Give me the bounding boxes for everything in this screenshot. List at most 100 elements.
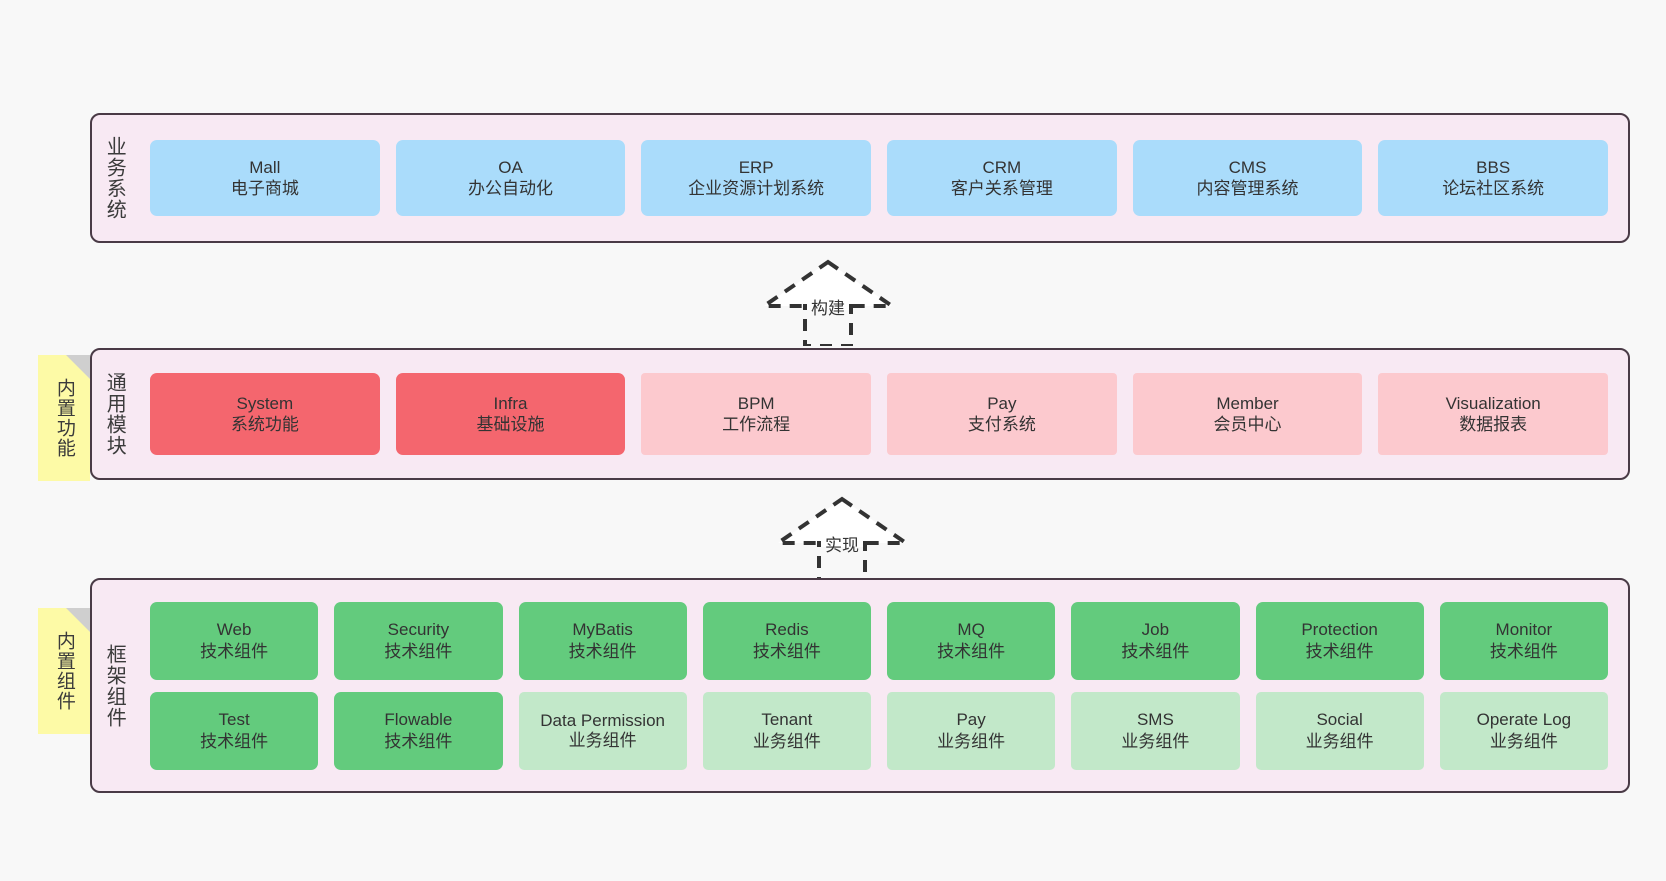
node-title: Flowable <box>384 710 453 730</box>
node-title: Redis <box>765 620 809 640</box>
node-subtitle: 技术组件 <box>200 731 269 751</box>
node-cell: BPM 工作流程 <box>633 373 879 455</box>
layer-panel-framework-component: 框架组件 Web 技术组件 Security 技术组件 <box>90 578 1630 793</box>
node-data-permission[interactable]: Data Permission 业务组件 <box>518 691 687 770</box>
node-cell: Member 会员中心 <box>1125 373 1371 455</box>
node-crm[interactable]: CRM 客户关系管理 <box>887 140 1117 216</box>
node-member[interactable]: Member 会员中心 <box>1132 373 1363 455</box>
node-subtitle: 系统功能 <box>230 415 299 434</box>
layer-label-framework-component: 框架组件 <box>103 643 126 728</box>
note-label: 内置功能 <box>53 378 75 458</box>
node-web[interactable]: Web 技术组件 <box>150 601 319 680</box>
node-cell: SMS 业务组件 <box>1063 691 1247 770</box>
node-test[interactable]: Test 技术组件 <box>150 691 319 770</box>
node-cell: Pay 支付系统 <box>879 373 1125 455</box>
node-title: BPM <box>737 393 775 413</box>
node-redis[interactable]: Redis 技术组件 <box>702 601 871 680</box>
layer-label-business-system: 业务系统 <box>103 136 126 220</box>
node-bpm[interactable]: BPM 工作流程 <box>641 373 872 455</box>
node-mall[interactable]: Mall 电子商城 <box>150 140 380 216</box>
node-mybatis[interactable]: MyBatis 技术组件 <box>518 601 687 680</box>
node-subtitle: 技术组件 <box>568 641 637 661</box>
node-subtitle: 技术组件 <box>384 731 453 751</box>
node-system[interactable]: System 系统功能 <box>150 373 380 455</box>
arrow-implement-label: 实现 <box>825 536 859 555</box>
node-title: Mall <box>249 157 281 177</box>
node-cell: Data Permission 业务组件 <box>511 691 695 770</box>
node-cell: Security 技术组件 <box>326 601 510 680</box>
node-cell: Visualization 数据报表 <box>1370 373 1616 455</box>
node-bbs[interactable]: BBS 论坛社区系统 <box>1378 140 1609 216</box>
component-row-business: Test 技术组件 Flowable 技术组件 Data Permission … <box>142 691 1616 770</box>
node-subtitle: 办公自动化 <box>468 179 553 198</box>
node-cell: Web 技术组件 <box>142 601 326 680</box>
node-subtitle: 技术组件 <box>937 641 1006 661</box>
layer-label-common-module: 通用模块 <box>103 372 126 456</box>
node-subtitle: 数据报表 <box>1459 415 1528 434</box>
node-title: Member <box>1216 393 1279 413</box>
node-subtitle: 企业资源计划系统 <box>688 179 825 198</box>
node-cms[interactable]: CMS 内容管理系统 <box>1132 140 1363 216</box>
node-cell: Mall 电子商城 <box>142 140 388 216</box>
node-title: Web <box>216 620 252 640</box>
node-infra[interactable]: Infra 基础设施 <box>395 373 626 455</box>
node-title: Pay <box>956 710 986 730</box>
node-title: Test <box>218 710 250 730</box>
arrow-build: 构建 <box>757 256 899 348</box>
node-security[interactable]: Security 技术组件 <box>334 601 503 680</box>
node-subtitle: 电子商城 <box>230 179 299 198</box>
node-cell: BBS 论坛社区系统 <box>1370 140 1616 216</box>
node-social[interactable]: Social 业务组件 <box>1255 691 1424 770</box>
node-cell: CMS 内容管理系统 <box>1125 140 1371 216</box>
node-title: System <box>236 393 294 413</box>
node-oa[interactable]: OA 办公自动化 <box>395 140 626 216</box>
node-protection[interactable]: Protection 技术组件 <box>1255 601 1424 680</box>
node-subtitle: 业务组件 <box>1121 731 1190 751</box>
node-cell: Social 业务组件 <box>1248 691 1432 770</box>
node-subtitle: 业务组件 <box>937 731 1006 751</box>
node-subtitle: 工作流程 <box>722 415 791 434</box>
node-title: Visualization <box>1445 393 1541 413</box>
node-subtitle: 基础设施 <box>476 415 545 434</box>
node-subtitle: 会员中心 <box>1213 415 1282 434</box>
node-title: Infra <box>493 393 528 413</box>
node-cell: MQ 技术组件 <box>879 601 1063 680</box>
layer-panel-business-system: 业务系统 Mall 电子商城 OA 办公自动化 ERP 企业资源计划系统 <box>90 113 1630 243</box>
node-subtitle: 技术组件 <box>384 641 453 661</box>
node-title: Social <box>1316 710 1363 730</box>
note-label: 内置组件 <box>53 631 75 711</box>
node-title: Operate Log <box>1476 710 1572 730</box>
node-visualization[interactable]: Visualization 数据报表 <box>1378 373 1609 455</box>
node-title: Data Permission <box>540 710 665 730</box>
layer-panel-common-module: 通用模块 System 系统功能 Infra 基础设施 BPM 工作流程 <box>90 348 1630 480</box>
node-subtitle: 技术组件 <box>1121 641 1190 661</box>
node-pay-component[interactable]: Pay 业务组件 <box>887 691 1056 770</box>
node-title: Protection <box>1301 620 1378 640</box>
node-flowable[interactable]: Flowable 技术组件 <box>334 691 503 770</box>
node-erp[interactable]: ERP 企业资源计划系统 <box>641 140 872 216</box>
node-title: ERP <box>738 157 774 177</box>
note-builtin-component: 内置组件 <box>38 608 90 734</box>
node-subtitle: 技术组件 <box>752 641 821 661</box>
node-cell: ERP 企业资源计划系统 <box>633 140 879 216</box>
node-title: CRM <box>982 157 1022 177</box>
note-fold-icon <box>66 608 90 632</box>
node-subtitle: 客户关系管理 <box>950 179 1053 198</box>
node-cell: Redis 技术组件 <box>695 601 879 680</box>
node-cell: MyBatis 技术组件 <box>511 601 695 680</box>
layer-body-business-system: Mall 电子商城 OA 办公自动化 ERP 企业资源计划系统 CRM <box>136 115 1628 241</box>
node-job[interactable]: Job 技术组件 <box>1071 601 1240 680</box>
node-tenant[interactable]: Tenant 业务组件 <box>702 691 871 770</box>
node-subtitle: 论坛社区系统 <box>1442 179 1545 198</box>
node-mq[interactable]: MQ 技术组件 <box>887 601 1056 680</box>
node-title: MyBatis <box>572 620 633 640</box>
node-cell: Flowable 技术组件 <box>326 691 510 770</box>
node-cell: Pay 业务组件 <box>879 691 1063 770</box>
node-operate-log[interactable]: Operate Log 业务组件 <box>1439 691 1608 770</box>
node-cell: Test 技术组件 <box>142 691 326 770</box>
node-pay[interactable]: Pay 支付系统 <box>887 373 1117 455</box>
node-monitor[interactable]: Monitor 技术组件 <box>1439 601 1608 680</box>
node-title: SMS <box>1136 710 1174 730</box>
node-sms[interactable]: SMS 业务组件 <box>1071 691 1240 770</box>
